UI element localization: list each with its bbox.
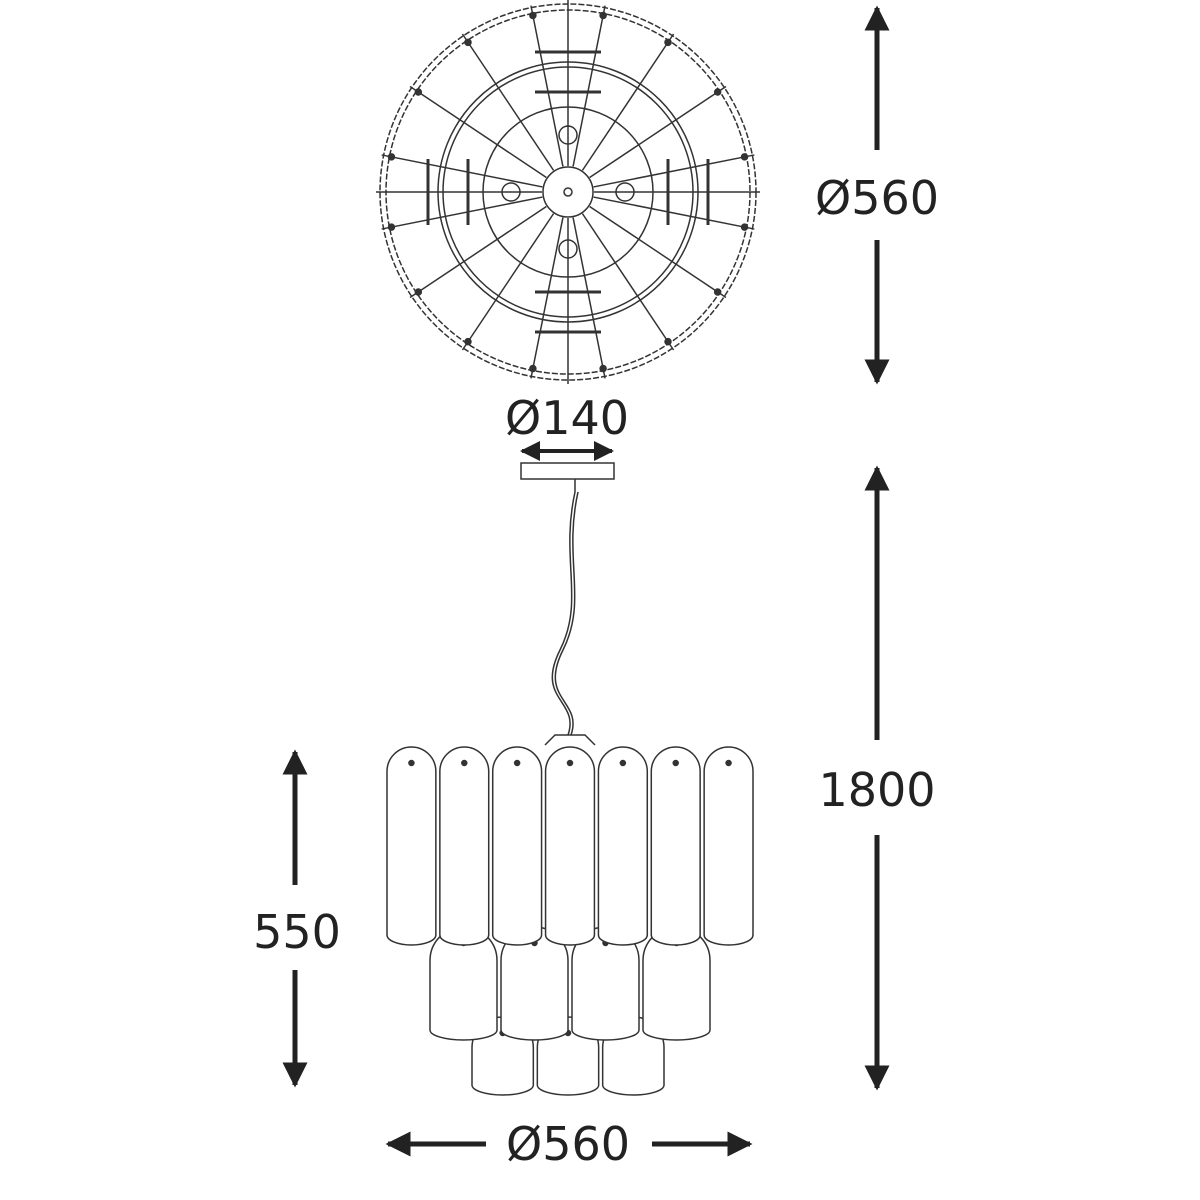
glass-tube-tier-1 xyxy=(386,746,437,946)
glass-tube-tier-1 xyxy=(703,746,754,946)
spoke xyxy=(530,217,564,379)
spoke xyxy=(593,154,755,188)
bead xyxy=(529,11,537,20)
bead xyxy=(599,364,607,373)
bead xyxy=(387,153,396,161)
spoke xyxy=(409,205,547,299)
bead xyxy=(664,38,672,47)
spoke xyxy=(572,5,606,167)
bead xyxy=(414,88,423,96)
spoke xyxy=(581,213,675,351)
bead xyxy=(387,223,396,231)
bead xyxy=(713,88,722,96)
dimension-body-height: 550 xyxy=(253,749,341,1088)
side-view-elevation xyxy=(386,462,754,1096)
canopy xyxy=(520,462,615,480)
glass-tube-tier-1 xyxy=(491,746,543,946)
dimension-canopy-diameter: Ø140 xyxy=(505,391,629,461)
glass-tube-tier-1 xyxy=(650,746,701,946)
spoke xyxy=(530,5,564,167)
spoke xyxy=(461,33,555,171)
glass-tube-tier-1 xyxy=(544,746,596,946)
hook xyxy=(725,759,732,767)
bead xyxy=(713,288,722,296)
body-diameter-label: Ø560 xyxy=(506,1117,630,1171)
center-hub xyxy=(542,166,594,218)
holder xyxy=(544,734,596,746)
spoke xyxy=(409,85,547,179)
spoke xyxy=(593,196,755,230)
spoke xyxy=(589,205,727,299)
bulb xyxy=(501,182,521,202)
total-height-label: 1800 xyxy=(818,763,935,817)
dimension-total-height: 1800 xyxy=(818,465,936,1091)
top-diameter-label: Ø560 xyxy=(815,171,939,225)
hook xyxy=(461,759,468,767)
cable xyxy=(554,491,579,736)
glass-tube-tier-1 xyxy=(439,746,490,946)
dimension-body-diameter: Ø560 xyxy=(385,1117,753,1171)
bead xyxy=(529,364,537,373)
top-view-plan xyxy=(376,0,760,384)
hook xyxy=(672,759,679,767)
bead xyxy=(464,337,472,346)
spoke xyxy=(381,154,543,188)
spoke xyxy=(461,213,555,351)
bead xyxy=(664,337,672,346)
hook xyxy=(566,759,574,767)
bead xyxy=(599,11,607,20)
bulb xyxy=(615,182,635,202)
hook xyxy=(408,759,415,767)
dimension-top-diameter: Ø560 xyxy=(815,5,939,385)
cable xyxy=(551,491,576,736)
hook xyxy=(619,759,627,767)
spoke xyxy=(381,196,543,230)
bead xyxy=(414,288,423,296)
bead xyxy=(740,223,749,231)
canopy-diameter-label: Ø140 xyxy=(505,391,629,445)
glass-tube-tier-1 xyxy=(597,746,649,946)
bead xyxy=(740,153,749,161)
spoke xyxy=(581,33,675,171)
bead xyxy=(464,38,472,47)
hook xyxy=(513,759,521,767)
bulb xyxy=(558,239,578,259)
body-height-label: 550 xyxy=(253,905,341,959)
spoke xyxy=(572,217,606,379)
center-hole xyxy=(563,187,573,197)
bulb xyxy=(558,125,578,145)
spoke xyxy=(589,85,727,179)
